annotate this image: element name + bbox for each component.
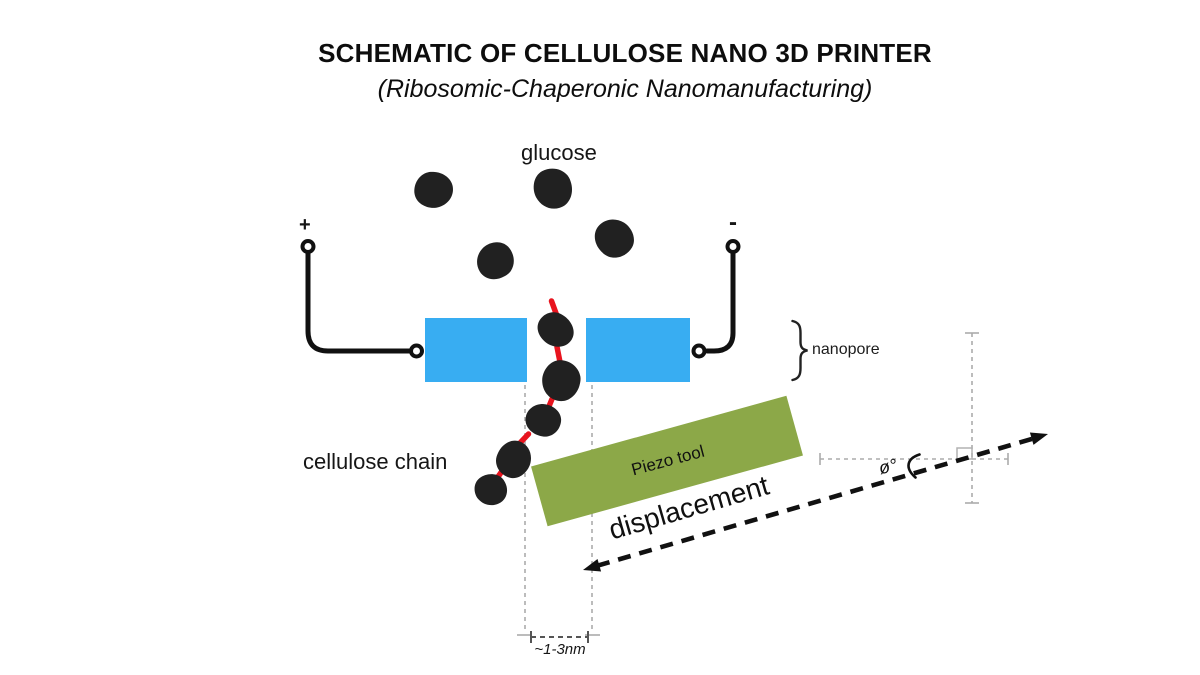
pore-width-label: ~1-3nm [534,641,586,658]
glucose-molecule [471,237,519,285]
glucose-molecule [410,167,457,213]
positive-terminal-label: + [299,214,311,236]
circuit-wires [305,250,736,354]
glucose-label: glucose [521,140,597,165]
negative-wire [704,250,736,354]
glucose-molecules [410,166,641,285]
page-title: SCHEMATIC OF CELLULOSE NANO 3D PRINTER [318,38,932,68]
positive-terminal-node [300,239,316,254]
arrowhead-right [1029,432,1048,445]
pore-width-dimension [530,631,589,643]
right-electrode [586,318,690,382]
negative-terminal-label: - [729,209,737,236]
wire-terminals [300,239,741,359]
arrowhead-left [583,559,602,572]
nanopore-brace [791,319,808,382]
displacement-arrow-line [596,436,1034,569]
angle-arc [907,453,921,479]
positive-wire [305,250,412,354]
chain-monomer [471,470,511,509]
chain-link [554,344,563,365]
page-subtitle: (Ribosomic-Chaperonic Nanomanufacturing) [377,75,873,103]
left-electrode-node [409,343,424,359]
right-electrode-node [691,343,707,359]
glucose-molecule [587,211,641,265]
nanopore-label: nanopore [812,341,880,358]
displacement-arrow [583,432,1048,572]
piezo-tool [531,395,803,527]
cellulose-chain-label: cellulose chain [303,449,448,474]
glucose-molecule [532,166,574,211]
chain-monomer [535,354,587,407]
negative-terminal-node [725,239,741,254]
left-electrode [425,318,527,382]
